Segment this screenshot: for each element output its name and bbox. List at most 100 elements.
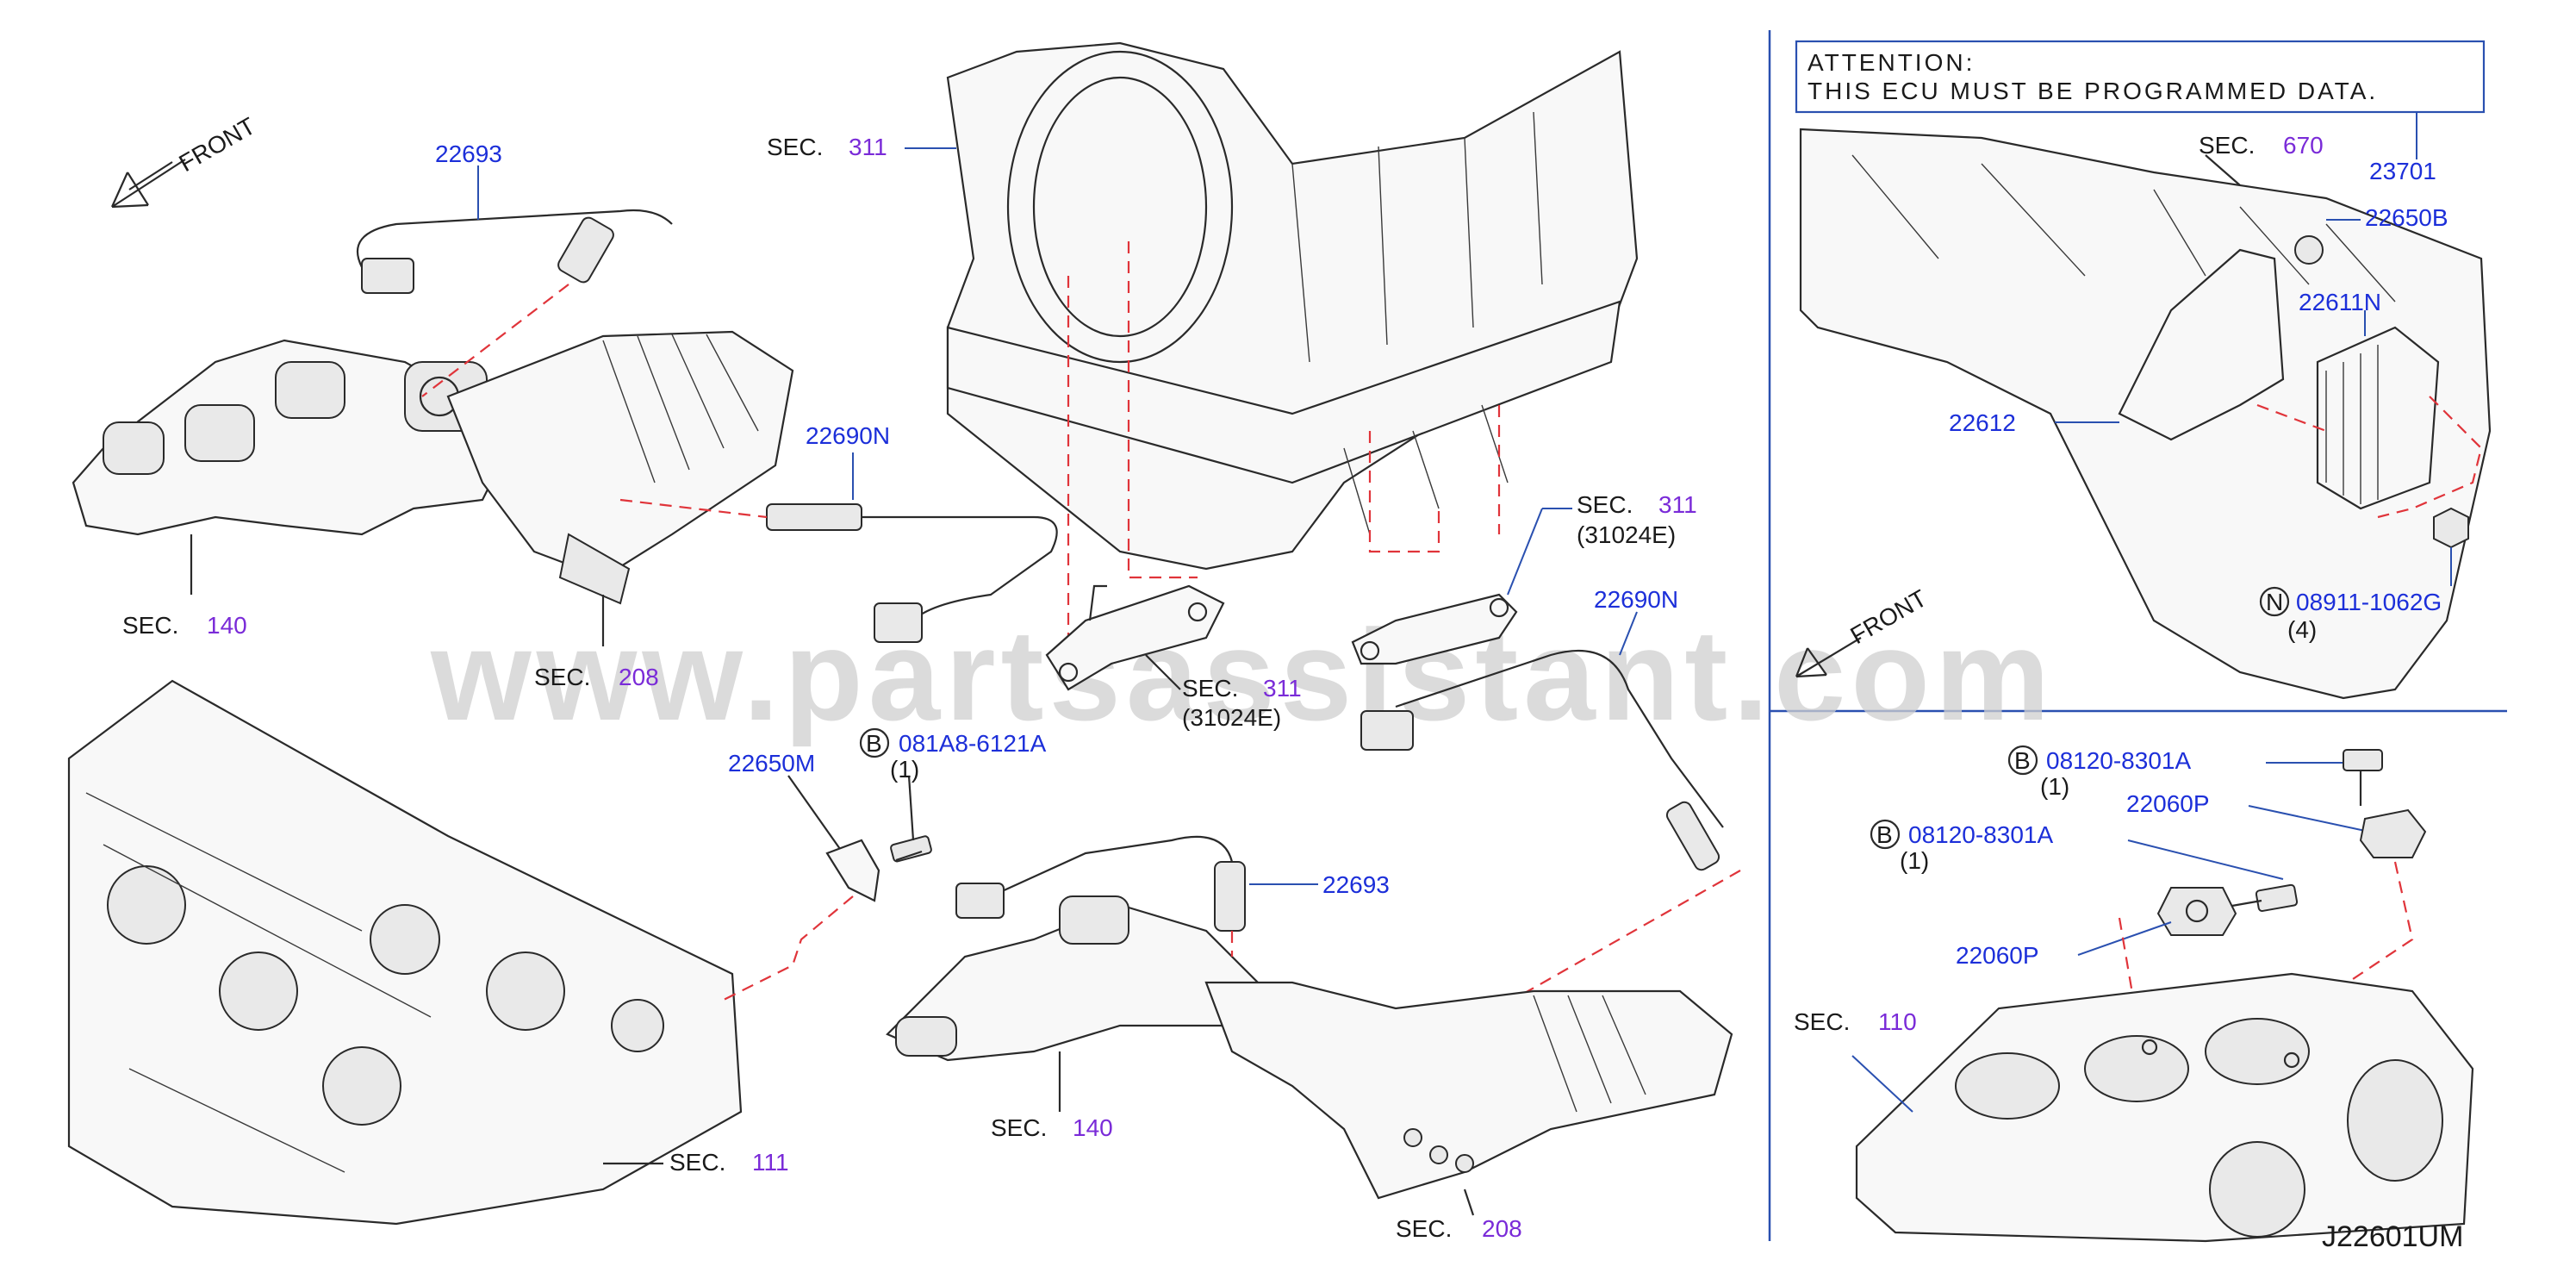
leader-line bbox=[1851, 1055, 1913, 1113]
knock-sensor-icon bbox=[2359, 808, 2427, 858]
exhaust-manifold-right bbox=[886, 895, 1260, 1062]
oxygen-sensor-icon bbox=[955, 835, 1246, 932]
attention-heading: ATTENTION: bbox=[1808, 49, 1975, 76]
diagram-code: J22601UM bbox=[2322, 1220, 2463, 1253]
transmission-housing bbox=[946, 41, 1639, 571]
sec-number-311[interactable]: 311 bbox=[849, 134, 887, 160]
leader-line bbox=[1463, 1189, 1475, 1216]
leader-dashed bbox=[1368, 431, 1440, 553]
leader-line bbox=[2077, 921, 2172, 956]
fastener-badge-b bbox=[859, 727, 890, 758]
part-label-22690N: 22690N bbox=[806, 422, 890, 449]
oxygen-sensor-icon bbox=[766, 503, 1058, 643]
leader-line bbox=[787, 775, 841, 850]
leader-line bbox=[2248, 805, 2370, 833]
front-arrow-icon bbox=[110, 159, 186, 209]
sub-ref-31024E: (31024E) bbox=[1182, 704, 1281, 731]
sec-prefix: SEC. bbox=[1396, 1215, 1452, 1242]
fastener-number[interactable]: 081A8-6121A bbox=[899, 730, 1047, 757]
fastener-badge-b bbox=[2007, 745, 2038, 776]
attention-box bbox=[1795, 40, 2486, 114]
part-label-23701: 23701 bbox=[2369, 158, 2436, 184]
leader-22693-top bbox=[421, 284, 569, 397]
oxygen-sensor-icon bbox=[357, 209, 673, 294]
fastener-prefix: N bbox=[2266, 589, 2283, 615]
part-label-22650B: 22650B bbox=[2365, 204, 2448, 231]
leader-line bbox=[2127, 839, 2284, 880]
sec-prefix: SEC. bbox=[767, 134, 823, 160]
bolt-icon bbox=[2343, 749, 2383, 806]
sec-number-111[interactable]: 111 bbox=[752, 1149, 789, 1176]
sec-number-670[interactable]: 670 bbox=[2283, 132, 2324, 159]
sec-number-110[interactable]: 110 bbox=[1878, 1008, 1917, 1035]
bolt-icon bbox=[890, 835, 932, 863]
part-label-22060P: 22060P bbox=[1956, 942, 2039, 969]
ecu-module-icon bbox=[2316, 326, 2440, 510]
sec-prefix: SEC. bbox=[669, 1149, 725, 1176]
catalytic-converter-left bbox=[446, 330, 794, 605]
sub-ref-31024E: (31024E) bbox=[1577, 521, 1676, 548]
sec-prefix: SEC. bbox=[991, 1114, 1047, 1141]
fastener-qty: (1) bbox=[890, 756, 919, 783]
part-label-22611N: 22611N bbox=[2299, 289, 2381, 315]
sec-number-208[interactable]: 208 bbox=[1482, 1215, 1522, 1242]
nut-icon bbox=[2433, 507, 2469, 549]
part-label-22693: 22693 bbox=[435, 140, 502, 167]
leader-line bbox=[907, 775, 915, 841]
catalytic-converter-right bbox=[1204, 981, 1733, 1200]
sec-number-140[interactable]: 140 bbox=[1073, 1114, 1113, 1141]
sec-number-311[interactable]: 311 bbox=[1263, 675, 1302, 702]
leader-dashed bbox=[2308, 861, 2414, 1009]
part-label-22690N: 22690N bbox=[1594, 586, 1678, 613]
knock-sensor-icon bbox=[2156, 887, 2237, 936]
front-arrow-icon bbox=[1795, 637, 1862, 678]
grommet-22650B bbox=[2294, 235, 2324, 265]
fastener-qty: (1) bbox=[1900, 847, 1929, 874]
sec-prefix: SEC. bbox=[1577, 491, 1633, 518]
leader-line bbox=[2205, 154, 2241, 186]
sec-number-311[interactable]: 311 bbox=[1658, 491, 1697, 518]
leader-22690N-left bbox=[619, 498, 768, 519]
sec-prefix: SEC. bbox=[2199, 132, 2255, 159]
leader-line bbox=[1507, 508, 1543, 596]
leader-line bbox=[1145, 654, 1181, 690]
fastener-prefix: B bbox=[1876, 821, 1893, 848]
exhaust-manifold-left bbox=[72, 339, 510, 536]
cylinder-head bbox=[67, 679, 743, 1226]
leader-line bbox=[1619, 611, 1638, 656]
leader-dashed bbox=[1127, 241, 1198, 579]
fastener-number[interactable]: 08911-1062G bbox=[2296, 589, 2442, 615]
watermark: www.partsassistant.com bbox=[430, 602, 2055, 747]
part-label-22612: 22612 bbox=[1949, 409, 2016, 436]
sec-prefix: SEC. bbox=[122, 612, 178, 639]
sec-prefix: SEC. bbox=[1794, 1008, 1850, 1035]
fastener-badge-n bbox=[2259, 586, 2290, 617]
sec-number-208[interactable]: 208 bbox=[619, 664, 659, 690]
leader-dashed bbox=[2256, 403, 2327, 433]
sec-prefix: SEC. bbox=[1182, 675, 1238, 702]
fastener-badge-b bbox=[1870, 819, 1901, 850]
leader-dashed bbox=[723, 895, 854, 1001]
fastener-prefix: B bbox=[866, 730, 882, 757]
part-label-22650M: 22650M bbox=[728, 750, 815, 777]
bolt-icon bbox=[2226, 883, 2299, 913]
part-label-22693: 22693 bbox=[1322, 871, 1390, 898]
fastener-number[interactable]: 08120-8301A bbox=[2046, 747, 2191, 774]
bracket-plate-a bbox=[1045, 584, 1225, 691]
bracket-plate-b bbox=[1351, 593, 1518, 665]
oxygen-sensor-icon bbox=[1360, 649, 1724, 871]
engine-block bbox=[1855, 972, 2474, 1243]
fastener-number[interactable]: 08120-8301A bbox=[1908, 821, 2053, 848]
ecu-bracket-22612 bbox=[2118, 248, 2285, 441]
fastener-qty: (4) bbox=[2287, 616, 2317, 643]
fastener-prefix: B bbox=[2014, 747, 2031, 774]
bracket-22650M bbox=[825, 839, 880, 902]
attention-text: THIS ECU MUST BE PROGRAMMED DATA. bbox=[1808, 78, 2378, 104]
fastener-qty: (1) bbox=[2040, 773, 2069, 800]
sec-prefix: SEC. bbox=[534, 664, 590, 690]
front-label-left: FRONT bbox=[175, 112, 260, 177]
sec-number-140[interactable]: 140 bbox=[207, 612, 247, 639]
part-label-22060P: 22060P bbox=[2126, 790, 2210, 817]
leader-dashed bbox=[2377, 396, 2483, 519]
